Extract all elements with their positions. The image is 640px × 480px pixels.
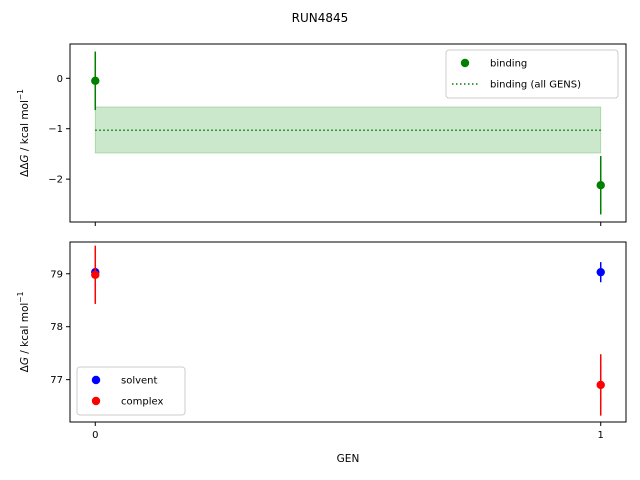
legend-label: complex — [121, 397, 163, 408]
figure-title: RUN4845 — [292, 11, 349, 25]
legend-marker — [91, 396, 101, 406]
legend: solvent complex — [76, 366, 186, 416]
y-tick-label: 0 — [57, 74, 63, 85]
legend: binding binding (all GENS) — [445, 49, 619, 99]
panel-bottom: 77 78 79 0 1 ΔG / kcal mol−1 solvent complex — [16, 241, 627, 441]
legend-marker — [91, 375, 101, 385]
x-axis-label: GEN — [337, 453, 360, 465]
data-point — [91, 270, 100, 280]
axes-frame — [69, 43, 627, 223]
x-tick-label: 0 — [92, 430, 98, 441]
y-axis-label: ΔG / kcal mol−1 — [16, 291, 31, 372]
panel-top: 0 −1 −2 ΔΔG / kcal mol−1 binding binding (all… — [16, 43, 627, 226]
data-point — [91, 76, 100, 86]
data-point — [596, 380, 605, 390]
y-tick-label: −1 — [48, 124, 63, 135]
legend-marker — [460, 58, 470, 68]
axes-frame — [69, 241, 627, 423]
legend-box — [445, 49, 619, 99]
y-tick-label: −2 — [48, 175, 63, 186]
y-axis-label: ΔΔG / kcal mol−1 — [16, 89, 31, 177]
legend-label: binding — [490, 59, 527, 70]
legend-label: binding (all GENS) — [490, 80, 581, 91]
y-tick-label: 78 — [50, 322, 63, 333]
y-tick-label: 79 — [50, 269, 63, 280]
data-point — [596, 267, 605, 277]
data-point — [596, 180, 605, 190]
legend-label: solvent — [121, 376, 158, 387]
legend-box — [76, 366, 186, 416]
y-tick-label: 77 — [50, 375, 63, 386]
x-tick-label: 1 — [598, 430, 604, 441]
